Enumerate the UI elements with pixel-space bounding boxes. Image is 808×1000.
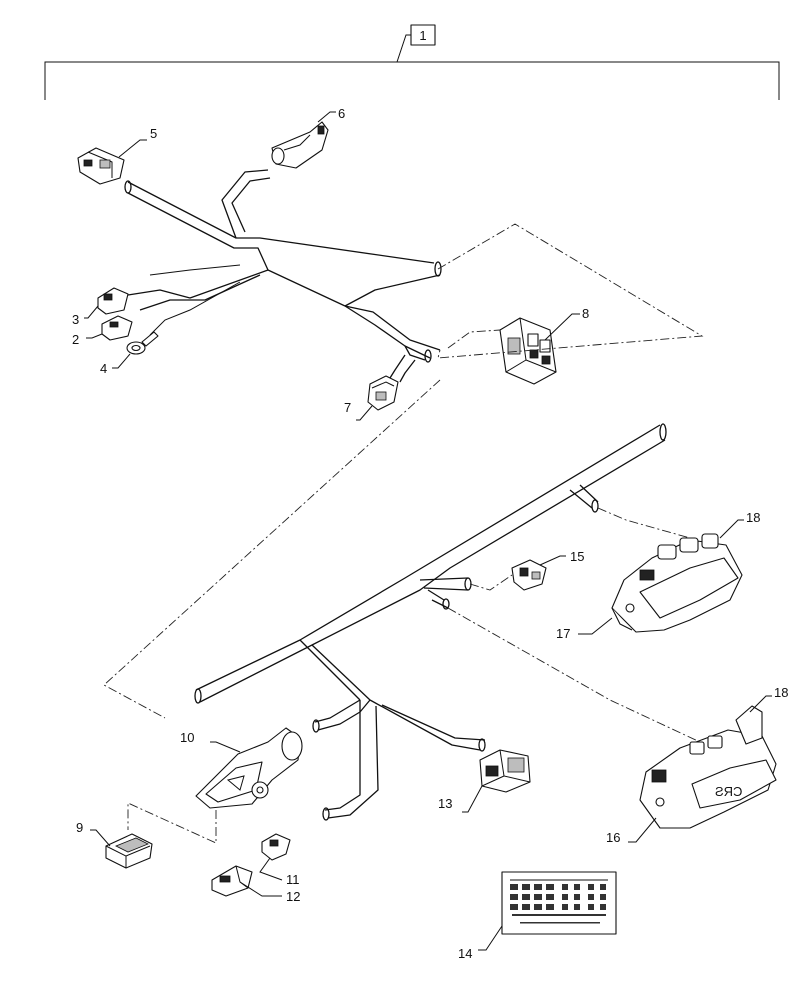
assembly-bracket: 1 bbox=[44, 24, 780, 100]
callout-5: 5 bbox=[150, 126, 157, 141]
callout-18-upper: 18 bbox=[746, 510, 760, 525]
dash-frame-upper bbox=[437, 223, 704, 359]
callout-16: 16 bbox=[606, 830, 620, 845]
callout-18-lower: 18 bbox=[774, 685, 788, 700]
connector-9: 9 bbox=[76, 820, 153, 869]
callout-4: 4 bbox=[100, 361, 107, 376]
callout-13: 13 bbox=[438, 796, 452, 811]
fuse-box-16: ƧЯƆ 18 16 bbox=[447, 607, 788, 845]
callout-9: 9 bbox=[76, 820, 83, 835]
callout-15: 15 bbox=[570, 549, 584, 564]
connector-12: 12 bbox=[211, 865, 300, 904]
connector-15: 15 bbox=[469, 549, 584, 591]
dash-frame-mid bbox=[103, 379, 441, 719]
callout-17: 17 bbox=[556, 626, 570, 641]
fuse-box-17: 18 17 bbox=[556, 507, 760, 641]
connector-3: 3 bbox=[72, 287, 129, 327]
callout-14: 14 bbox=[458, 946, 472, 961]
callout-6: 6 bbox=[338, 106, 345, 121]
module-10: 10 bbox=[180, 727, 303, 809]
lower-harness bbox=[194, 423, 667, 821]
connector-6: 6 bbox=[271, 106, 345, 169]
connector-7: 7 bbox=[344, 375, 399, 421]
upper-harness bbox=[124, 169, 442, 383]
ring-terminal-4: 4 bbox=[100, 331, 159, 376]
callout-3: 3 bbox=[72, 312, 79, 327]
connector-11: 11 bbox=[259, 833, 300, 887]
callout-11: 11 bbox=[286, 872, 300, 887]
connector-2: 2 bbox=[72, 315, 133, 347]
callout-10: 10 bbox=[180, 730, 194, 745]
fuse-cover-mark-icon: ƧЯƆ bbox=[715, 784, 742, 799]
connector-13: 13 bbox=[438, 749, 531, 813]
dash-frame-9 bbox=[127, 802, 217, 844]
callout-7: 7 bbox=[344, 400, 351, 415]
callout-1: 1 bbox=[419, 28, 426, 43]
callout-8: 8 bbox=[582, 306, 589, 321]
callout-12: 12 bbox=[286, 889, 300, 904]
decal-14: 14 bbox=[458, 871, 617, 961]
relay-block-8: 8 bbox=[447, 306, 589, 385]
connector-5: 5 bbox=[77, 126, 157, 185]
callout-2: 2 bbox=[72, 332, 79, 347]
